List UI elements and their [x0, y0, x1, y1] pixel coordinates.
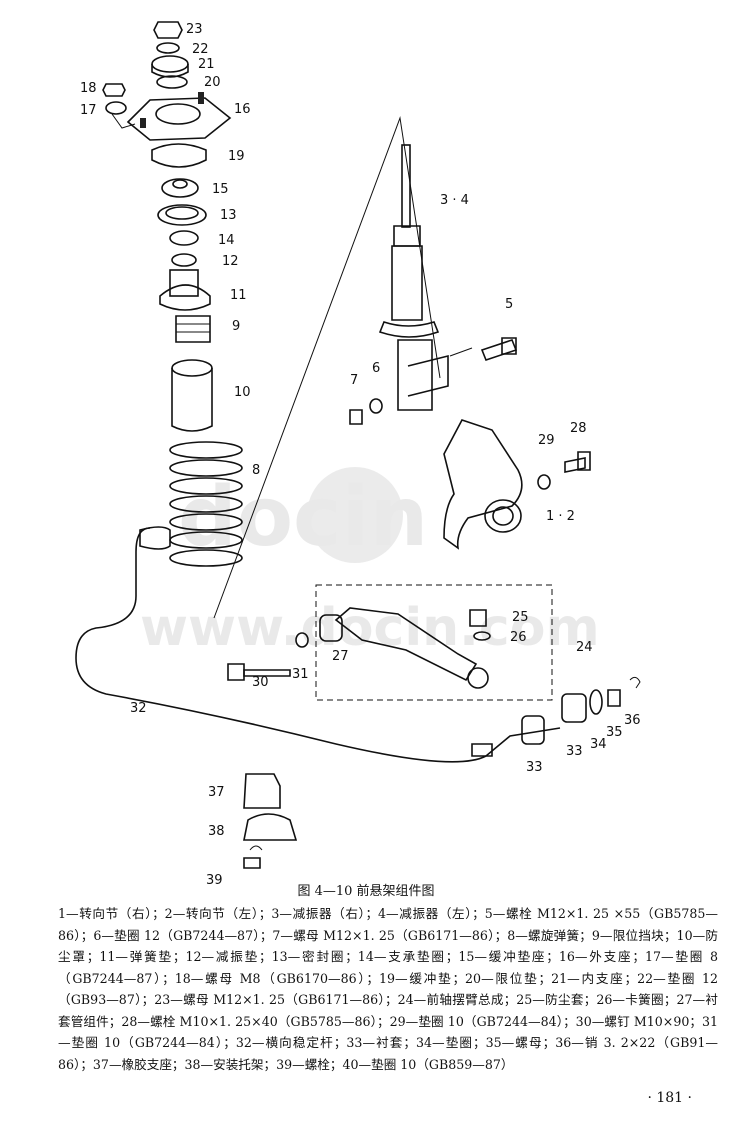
bushings-and-nuts: [521, 676, 641, 745]
callout-36: 36: [624, 713, 641, 728]
watermark-logo: docin: [178, 470, 428, 565]
callout-11: 11: [230, 288, 247, 303]
callout-29: 29: [538, 433, 555, 448]
watermark-url: www.docin.com: [140, 598, 600, 658]
callout-35: 35: [606, 725, 623, 740]
page-number: · 181 ·: [647, 1090, 692, 1106]
callout-22: 22: [192, 42, 209, 57]
callout-30: 30: [252, 675, 269, 690]
callout-1-2: 1 · 2: [546, 509, 575, 524]
callout-34: 34: [590, 737, 607, 752]
callout-26: 26: [510, 630, 527, 645]
steering-knuckle: [443, 419, 523, 550]
callout-38: 38: [208, 824, 225, 839]
figure-caption: 图 4—10 前悬架组件图: [297, 884, 435, 899]
callout-15: 15: [212, 182, 229, 197]
callout-31: 31: [292, 667, 309, 682]
exploded-suspension-diagram: docin www.docin.com: [75, 21, 641, 888]
callout-12: 12: [222, 254, 239, 269]
fasteners-upper: [349, 337, 591, 490]
parts-legend: 1—转向节（右）；2—转向节（左）；3—减振器（右）；4—减振器（左）；5—螺栓…: [58, 906, 718, 1072]
callout-37: 37: [208, 785, 225, 800]
callout-10: 10: [234, 385, 251, 400]
stabilizer-bar: [75, 526, 561, 763]
callout-25: 25: [512, 610, 529, 625]
lower-bolt: [227, 632, 309, 681]
callout-7: 7: [350, 373, 358, 388]
callout-8: 8: [252, 463, 260, 478]
callout-24: 24: [576, 640, 593, 655]
callout-20: 20: [204, 75, 221, 90]
callout-6: 6: [372, 361, 380, 376]
callout-39: 39: [206, 873, 223, 888]
callout-28: 28: [570, 421, 587, 436]
watermark: docin www.docin.com: [140, 467, 600, 658]
callout-labels: 23 22 21 20 19 18 17 16 15 13 14 12 11 9…: [80, 22, 641, 888]
callout-27: 27: [332, 649, 349, 664]
callout-23: 23: [186, 22, 203, 37]
control-arm-assembly: [315, 584, 553, 701]
callout-21: 21: [198, 57, 215, 72]
callout-17: 17: [80, 103, 97, 118]
callout-5: 5: [505, 297, 513, 312]
callout-19: 19: [228, 149, 245, 164]
shock-absorber: [378, 144, 449, 411]
callout-18: 18: [80, 81, 97, 96]
callout-14: 14: [218, 233, 235, 248]
top-mount-stack: [102, 21, 232, 432]
mounting-bracket: [243, 773, 298, 869]
callout-9: 9: [232, 319, 240, 334]
assembly-guide-line: [213, 116, 441, 619]
callout-3-4: 3 · 4: [440, 193, 469, 208]
diagram-canvas: docin www.docin.com: [75, 21, 641, 888]
coil-spring: [169, 441, 243, 567]
callout-13: 13: [220, 208, 237, 223]
callout-33-right: 33: [566, 744, 583, 759]
callout-16: 16: [234, 102, 251, 117]
callout-33-left: 33: [526, 760, 543, 775]
callout-32: 32: [130, 701, 147, 716]
